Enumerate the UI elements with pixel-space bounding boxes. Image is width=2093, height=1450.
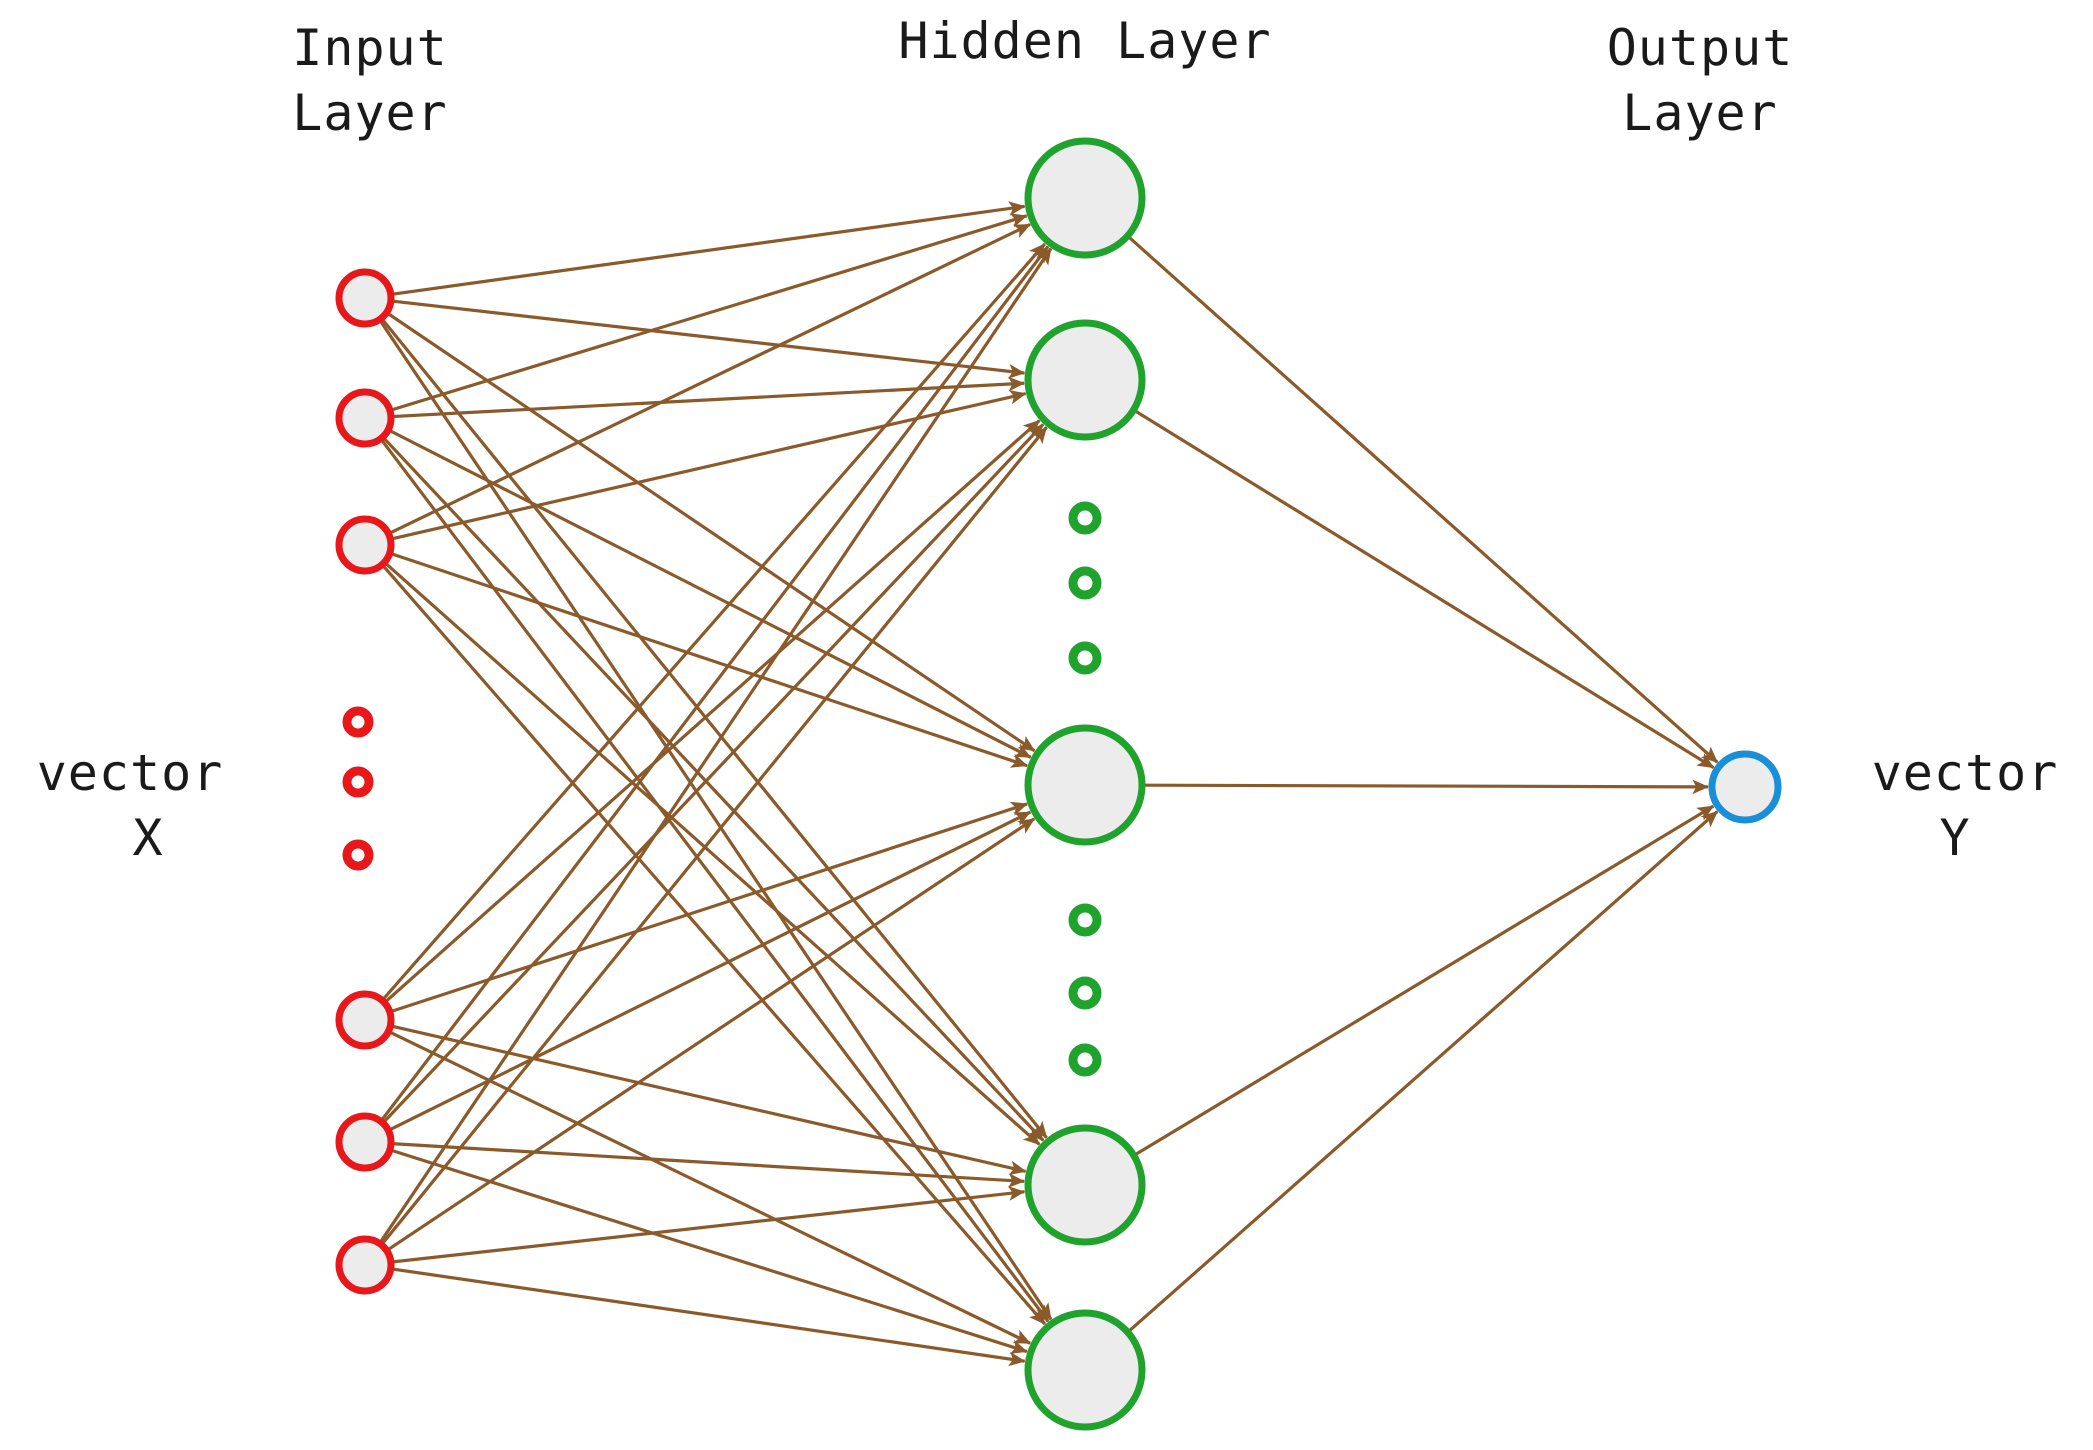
vector-x-label-line1: vector (37, 744, 224, 802)
edge-i6-h4 (391, 1186, 1026, 1264)
input-ellipsis-dot-3 (342, 839, 374, 871)
input-ellipsis-dot-1 (342, 706, 374, 738)
edge-i5-h3 (388, 810, 1032, 1132)
edges-hidden-to-output (1127, 235, 1719, 1333)
hidden-ellipsis-dot-3 (1068, 641, 1102, 675)
edge-i5-h2 (382, 423, 1045, 1124)
edge-i1-h1 (391, 201, 1026, 296)
edge-i6-h3 (386, 817, 1036, 1252)
edge-i6-h2 (380, 426, 1048, 1246)
edge-h4-o1 (1133, 804, 1715, 1157)
hidden-layer-ellipsis-dots (1068, 501, 1102, 1077)
edge-i2-h1 (390, 213, 1028, 412)
output-layer-nodes (1708, 750, 1782, 824)
edge-h1-o1 (1127, 235, 1719, 764)
hidden-ellipsis-dot-5 (1068, 976, 1102, 1010)
edge-i1-h5 (378, 319, 1053, 1321)
hidden-layer-label: Hidden Layer (898, 12, 1271, 70)
hidden-node-h1 (1024, 137, 1146, 259)
edge-h5-o1 (1127, 810, 1719, 1333)
output-layer-label: Output Layer (1607, 19, 1794, 142)
input-node-i3 (335, 515, 395, 575)
input-node-i6 (335, 1235, 395, 1295)
input-ellipsis-dot-2 (342, 766, 374, 798)
input-layer-nodes (335, 268, 395, 1295)
vector-x-label: vector X (37, 744, 224, 867)
hidden-ellipsis-dot-2 (1068, 566, 1102, 600)
edge-h3-o1 (1142, 779, 1709, 795)
hidden-layer-label-text: Hidden Layer (898, 12, 1271, 70)
input-node-i1 (335, 268, 395, 328)
edge-i5-h4 (391, 1142, 1026, 1188)
edge-i6-h5 (391, 1267, 1026, 1367)
edge-h2-o1 (1133, 409, 1715, 769)
hidden-layer-nodes (1024, 137, 1146, 1431)
edge-i4-h5 (388, 1030, 1032, 1345)
edge-i3-h1 (388, 223, 1031, 535)
input-node-i4 (335, 990, 395, 1050)
hidden-node-h4 (1024, 1124, 1146, 1246)
input-node-i5 (335, 1112, 395, 1172)
hidden-node-h2 (1024, 319, 1146, 441)
input-layer-label: Input Layer (292, 19, 448, 142)
vector-x-label-line2: X (132, 809, 163, 867)
vector-y-label: vector Y (1872, 744, 2059, 867)
edge-i4-h4 (390, 1024, 1027, 1176)
input-layer-ellipsis-dots (342, 706, 374, 871)
hidden-ellipsis-dot-4 (1068, 903, 1102, 937)
edge-i3-h4 (384, 561, 1041, 1146)
edge-i2-h4 (382, 436, 1045, 1142)
edge-i5-h5 (390, 1148, 1028, 1354)
edge-i3-h3 (390, 552, 1029, 768)
hidden-node-h5 (1024, 1309, 1146, 1431)
edge-i3-h2 (390, 389, 1027, 541)
input-layer-label-line1: Input (292, 19, 448, 77)
edge-i4-h1 (381, 242, 1047, 1001)
edge-i1-h3 (386, 311, 1036, 753)
edge-i4-h3 (390, 801, 1028, 1014)
hidden-ellipsis-dot-6 (1068, 1043, 1102, 1077)
edge-i1-h2 (391, 299, 1026, 379)
edge-i4-h2 (384, 419, 1041, 1004)
vector-y-label-line2: Y (1939, 809, 1970, 867)
edges-input-to-hidden (378, 201, 1053, 1367)
edge-i1-h4 (380, 317, 1048, 1139)
output-layer-label-line1: Output (1607, 19, 1794, 77)
edge-i2-h3 (388, 428, 1032, 759)
edge-i3-h5 (381, 564, 1047, 1326)
hidden-ellipsis-dot-1 (1068, 501, 1102, 535)
edge-i5-h1 (380, 245, 1050, 1122)
output-layer-label-line2: Layer (1622, 84, 1778, 142)
hidden-node-h3 (1024, 724, 1146, 846)
input-node-i2 (335, 388, 395, 448)
output-node-o1 (1708, 750, 1782, 824)
edge-i6-h1 (378, 247, 1053, 1244)
vector-y-label-line1: vector (1872, 744, 2059, 802)
input-layer-label-line2: Layer (292, 84, 448, 142)
